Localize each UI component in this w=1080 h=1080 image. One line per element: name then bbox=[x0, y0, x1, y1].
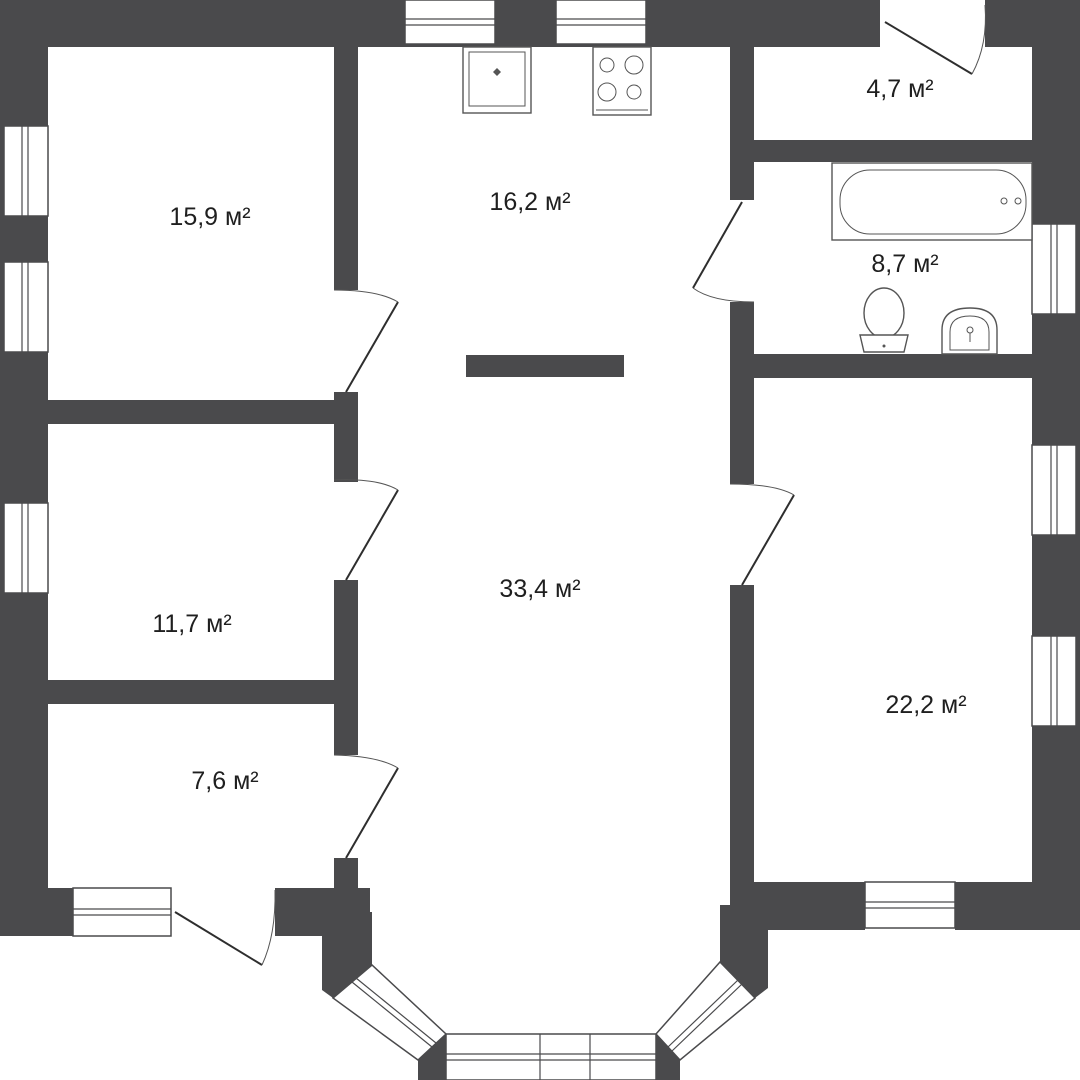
windows bbox=[3, 0, 1077, 1080]
toilet-icon bbox=[859, 287, 909, 353]
left-partition-a bbox=[334, 40, 358, 290]
window-bottom-right bbox=[864, 881, 956, 929]
room-area-living-room: 33,4 м² bbox=[499, 575, 580, 603]
bottom-left-wall bbox=[0, 888, 75, 936]
wall-storage-bathroom bbox=[740, 140, 1050, 162]
left-partition-d bbox=[334, 858, 358, 918]
door-bathroom bbox=[692, 201, 755, 303]
window-right-2 bbox=[1031, 444, 1077, 536]
window-top-2 bbox=[555, 0, 647, 45]
doors bbox=[174, 4, 986, 966]
room-area-bedroom-3: 22,2 м² bbox=[885, 691, 966, 719]
bathtub-icon bbox=[831, 162, 1033, 241]
window-top-1 bbox=[404, 0, 496, 45]
room-area-storage: 4,7 м² bbox=[866, 75, 933, 103]
window-left-3 bbox=[3, 502, 49, 594]
room-area-bedroom-2: 11,7 м² bbox=[152, 610, 231, 638]
door-bedroom-2 bbox=[333, 479, 399, 581]
window-bottom-left bbox=[72, 887, 172, 937]
right-partition-b bbox=[730, 302, 754, 484]
room-area-small-room: 7,6 м² bbox=[191, 767, 258, 795]
door-bedroom-3 bbox=[729, 483, 795, 586]
sink-icon bbox=[462, 46, 532, 114]
left-partition-c bbox=[334, 580, 358, 755]
window-left-1 bbox=[3, 125, 49, 217]
door-entrance-top bbox=[884, 4, 986, 75]
window-bay-center bbox=[445, 1033, 657, 1080]
window-right-3 bbox=[1031, 635, 1077, 727]
wall-bedroom2-smallroom bbox=[40, 680, 340, 704]
room-area-bathroom: 8,7 м² bbox=[871, 250, 938, 278]
washbasin-icon bbox=[941, 307, 998, 355]
window-bay-right bbox=[654, 960, 757, 1062]
room-area-kitchen: 16,2 м² bbox=[489, 188, 570, 216]
window-left-2 bbox=[3, 261, 49, 353]
bay-bottom-right bbox=[656, 1034, 680, 1080]
window-right-1 bbox=[1031, 223, 1077, 315]
right-partition-a bbox=[730, 40, 754, 200]
room-labels: 4,7 м² 16,2 м² 15,9 м² 8,7 м² 33,4 м² 11… bbox=[152, 75, 966, 795]
door-exit-bottom bbox=[174, 889, 276, 966]
bay-left-post bbox=[322, 912, 372, 998]
door-small-room bbox=[333, 754, 399, 859]
bay-right-post bbox=[720, 905, 768, 998]
bay-bottom-left bbox=[418, 1034, 446, 1080]
door-bedroom-1 bbox=[333, 289, 399, 393]
room-area-bedroom-1: 15,9 м² bbox=[169, 203, 250, 231]
kitchen-divider bbox=[466, 355, 624, 377]
bottom-right-wall-b bbox=[955, 882, 1080, 930]
stove-icon bbox=[592, 46, 652, 116]
wall-bedroom1-bedroom2 bbox=[40, 400, 340, 424]
right-partition-c bbox=[730, 585, 754, 905]
wall-bathroom-bedroom3 bbox=[740, 354, 1050, 378]
